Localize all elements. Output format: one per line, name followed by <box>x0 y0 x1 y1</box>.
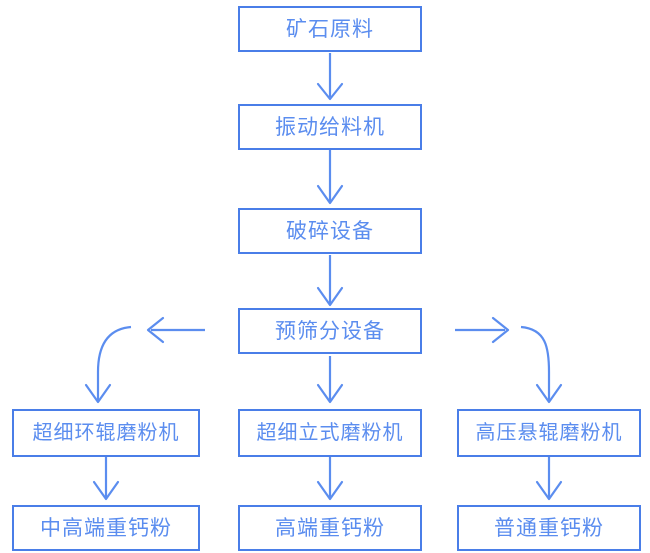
node-label: 中高端重钙粉 <box>40 516 172 540</box>
connector-crushing-equipment-to-pre-screening <box>316 255 344 307</box>
connector-ultrafine-vertical-mill-to-high-end-powder <box>316 457 344 501</box>
connector-pre-screening-right-arrow <box>455 316 510 344</box>
node-label: 超细环辊磨粉机 <box>32 422 180 444</box>
node-label: 振动给料机 <box>275 115 385 139</box>
connector-pre-screening-to-ultrafine-vertical-mill <box>316 356 344 404</box>
connector-high-pressure-mill-to-ordinary-powder <box>535 457 563 501</box>
node-mid-high-end-heavy-calcium-powder[interactable]: 中高端重钙粉 <box>12 505 200 551</box>
node-ultrafine-ring-roller-mill[interactable]: 超细环辊磨粉机 <box>12 409 200 457</box>
node-label: 超细立式磨粉机 <box>256 422 404 444</box>
node-label: 破碎设备 <box>286 219 374 243</box>
node-label: 矿石原料 <box>286 17 374 41</box>
node-label: 高压悬辊磨粉机 <box>475 422 623 444</box>
node-ordinary-heavy-calcium-powder[interactable]: 普通重钙粉 <box>457 505 641 551</box>
connector-ultrafine-ring-roller-mill-to-mid-high-end-powder <box>92 457 120 501</box>
node-label: 预筛分设备 <box>275 319 385 343</box>
node-label: 普通重钙粉 <box>494 516 604 540</box>
connector-pre-screening-left-arrow <box>146 316 205 344</box>
node-label: 高端重钙粉 <box>275 516 385 540</box>
connector-curve-to-ultrafine-ring-roller-mill <box>84 325 132 404</box>
connector-raw-material-to-vibrating-feeder <box>316 53 344 101</box>
node-raw-material[interactable]: 矿石原料 <box>238 6 422 52</box>
node-ultrafine-vertical-mill[interactable]: 超细立式磨粉机 <box>238 409 422 457</box>
connector-vibrating-feeder-to-crushing-equipment <box>316 150 344 205</box>
connector-curve-to-high-pressure-suspension-roller-mill <box>520 325 563 404</box>
node-vibrating-feeder[interactable]: 振动给料机 <box>238 104 422 150</box>
node-crushing-equipment[interactable]: 破碎设备 <box>238 208 422 254</box>
node-high-end-heavy-calcium-powder[interactable]: 高端重钙粉 <box>238 505 422 551</box>
node-high-pressure-suspension-roller-mill[interactable]: 高压悬辊磨粉机 <box>457 409 641 457</box>
node-pre-screening-equipment[interactable]: 预筛分设备 <box>238 308 422 354</box>
